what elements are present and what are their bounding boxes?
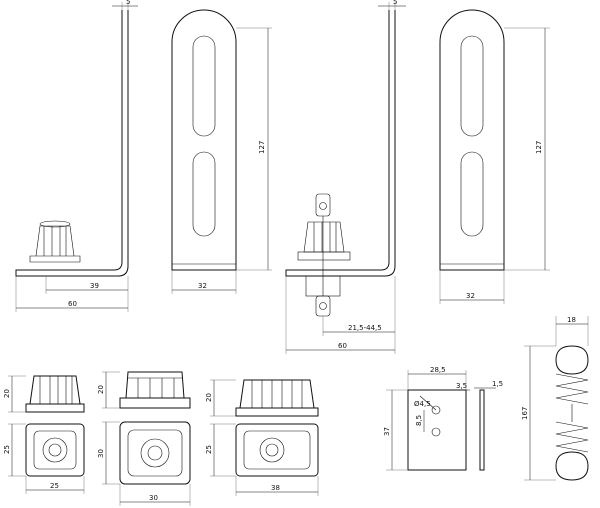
dim-clip-height: 37	[383, 427, 391, 436]
dim-plate-a-width: 32	[198, 282, 207, 290]
dim-bracket-b-base-length: 60	[338, 342, 347, 350]
dim-plate-b-height: 127	[535, 141, 543, 154]
foot-medium-dimensions: 20 30 30	[97, 371, 191, 506]
dim-foot-medium-height: 20	[97, 385, 105, 394]
dim-clip-hole-spacing: 8,5	[415, 415, 423, 426]
foot-small-side	[25, 375, 85, 413]
plate-a-dimensions: 127 32	[171, 27, 272, 294]
dim-foot-small-height: 20	[3, 389, 11, 398]
foot-large-side	[235, 379, 319, 417]
dim-bracket-a-thickness: 5	[126, 0, 130, 6]
dim-bracket-a-inner-offset: 39	[90, 282, 99, 290]
bracket-a-dimensions: 5 39 60	[15, 0, 138, 312]
dim-spring-length: 167	[521, 407, 529, 420]
plate-b-front	[439, 9, 505, 271]
clip-plate	[407, 389, 485, 471]
dim-spring-width: 18	[567, 316, 576, 324]
foot-medium-top	[119, 421, 191, 485]
dim-clip-thickness: 1,5	[492, 380, 503, 388]
dim-bracket-b-adjust-range: 21,5-44,5	[348, 324, 382, 332]
dim-bracket-a-base-length: 60	[68, 300, 77, 308]
dim-foot-large-height: 20	[205, 393, 213, 402]
spring-dimensions: 18 167	[521, 316, 589, 481]
dim-bracket-b-thickness: 5	[393, 0, 397, 6]
dim-foot-large-side: 25	[205, 445, 213, 454]
dim-clip-hole-offset: 3,5	[456, 382, 467, 390]
dim-clip-width: 28,5	[430, 366, 446, 374]
bracket-a-profile	[15, 10, 129, 277]
plate-a-front	[171, 9, 237, 271]
foot-large-top	[235, 423, 319, 477]
dim-foot-small-width: 25	[50, 482, 59, 490]
clip-dimensions: 28,5 3,5 1,5 Ø4,5 8,5 37	[383, 366, 503, 471]
dim-plate-b-width: 32	[466, 292, 475, 300]
bracket-b-profile	[285, 10, 396, 317]
foot-small-dimensions: 20 25 25	[3, 375, 85, 494]
bracket-b-dimensions: 5 21,5-44,5 60	[285, 0, 406, 354]
plate-b-dimensions: 127 32	[439, 27, 550, 304]
dim-foot-medium-width: 30	[149, 494, 158, 502]
foot-large-dimensions: 20 25 38	[205, 379, 319, 496]
spring	[555, 345, 589, 481]
dim-foot-large-width: 38	[271, 484, 280, 492]
foot-small-top	[25, 423, 85, 477]
dim-clip-hole-diameter: Ø4,5	[414, 400, 431, 408]
dim-foot-medium-side: 30	[97, 449, 105, 458]
dim-foot-small-side: 25	[3, 445, 11, 454]
dim-plate-a-height: 127	[258, 141, 266, 154]
foot-medium-side	[119, 371, 191, 409]
